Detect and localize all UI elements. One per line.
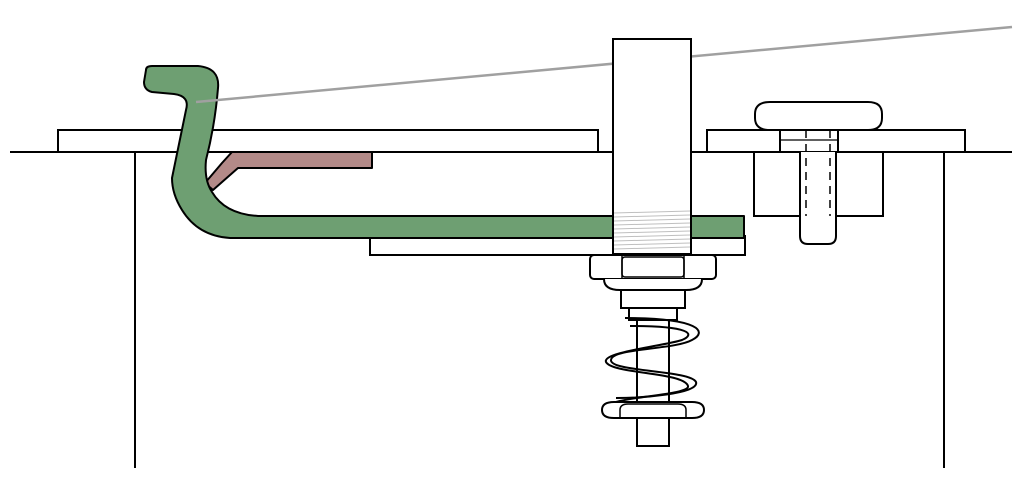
nut-lower xyxy=(620,289,686,309)
nut-assembly xyxy=(589,254,717,447)
bolt-head xyxy=(754,101,883,131)
wire xyxy=(195,25,1013,104)
rod-end xyxy=(636,417,670,447)
cover-plate-left xyxy=(57,129,599,153)
nut-washer xyxy=(603,278,703,291)
coil-spring xyxy=(605,317,700,403)
bolt-shank xyxy=(799,152,837,245)
contact-plate xyxy=(204,151,373,191)
nut-large xyxy=(589,254,717,280)
clamp-bolt xyxy=(753,101,884,245)
housing xyxy=(134,152,945,468)
rod-collar xyxy=(628,307,678,321)
post-threads xyxy=(613,210,691,250)
bottom-washer xyxy=(600,401,706,447)
